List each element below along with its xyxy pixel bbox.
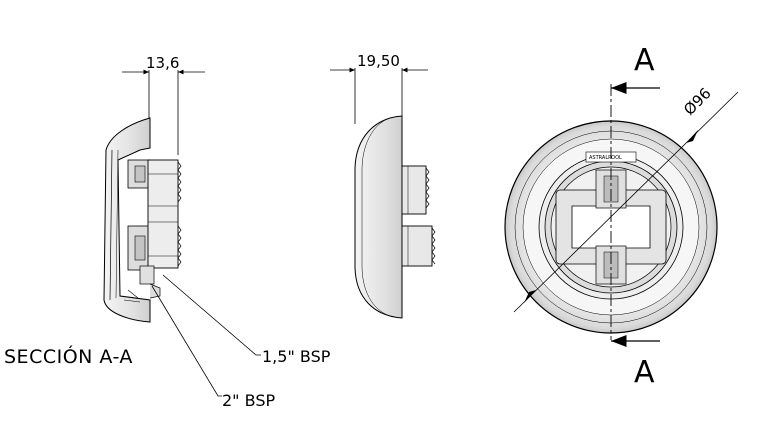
section-marker-bottom: A — [611, 335, 660, 390]
section-title: SECCIÓN A-A — [4, 344, 133, 368]
section-marker-bottom-label: A — [634, 355, 655, 390]
profile-view: 19,50 — [330, 52, 436, 319]
front-view: ASTRALPOOL Ø96 — [504, 84, 739, 340]
section-view: 13,6 — [103, 54, 205, 323]
dimension-profile-width: 19,50 — [330, 52, 428, 124]
callout-leaders — [151, 274, 261, 397]
dimension-side-width-label: 13,6 — [146, 54, 179, 72]
section-marker-top: A — [611, 43, 660, 94]
section-marker-top-label: A — [634, 43, 655, 78]
callout-thread-small: 1,5" BSP — [262, 347, 331, 366]
dimension-profile-width-label: 19,50 — [357, 52, 400, 70]
callout-thread-large: 2" BSP — [222, 391, 275, 410]
dimension-side-width: 13,6 — [122, 54, 205, 155]
diameter-label: Ø96 — [680, 84, 715, 119]
brand-label: ASTRALPOOL — [589, 155, 622, 161]
